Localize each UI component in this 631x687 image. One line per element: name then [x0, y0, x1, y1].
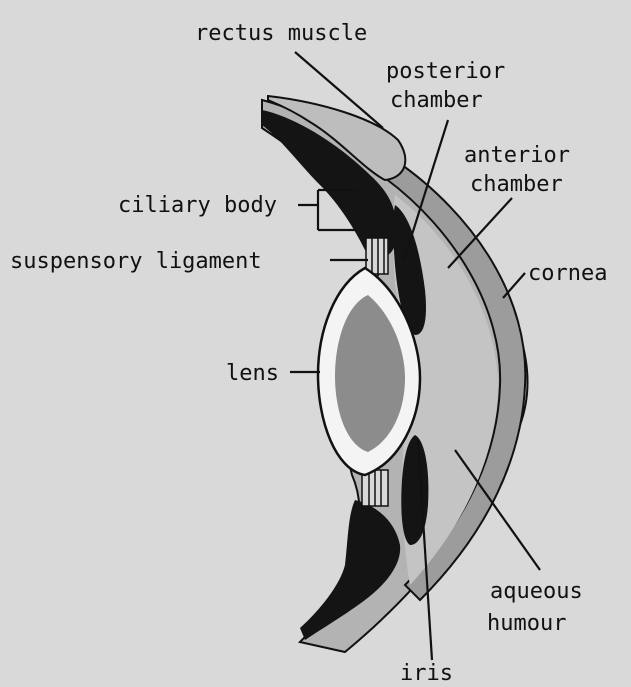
label-anterior-chamber-line2: chamber [470, 172, 563, 197]
label-iris: iris [400, 661, 453, 686]
label-cornea: cornea [528, 261, 607, 286]
label-posterior-chamber-line1: posterior [386, 59, 505, 84]
label-posterior-chamber-line2: chamber [390, 88, 483, 113]
label-anterior-chamber-line1: anterior [464, 143, 570, 168]
label-aqueous-humour-line1: aqueous [490, 579, 583, 604]
label-ciliary-body: ciliary body [118, 193, 277, 218]
label-lens: lens [226, 361, 279, 386]
label-rectus-muscle: rectus muscle [195, 21, 367, 46]
label-suspensory-ligament: suspensory ligament [10, 249, 262, 274]
leader-cornea [503, 273, 525, 298]
suspensory-ligament-top [366, 238, 388, 274]
label-aqueous-humour-line2: humour [487, 611, 566, 636]
